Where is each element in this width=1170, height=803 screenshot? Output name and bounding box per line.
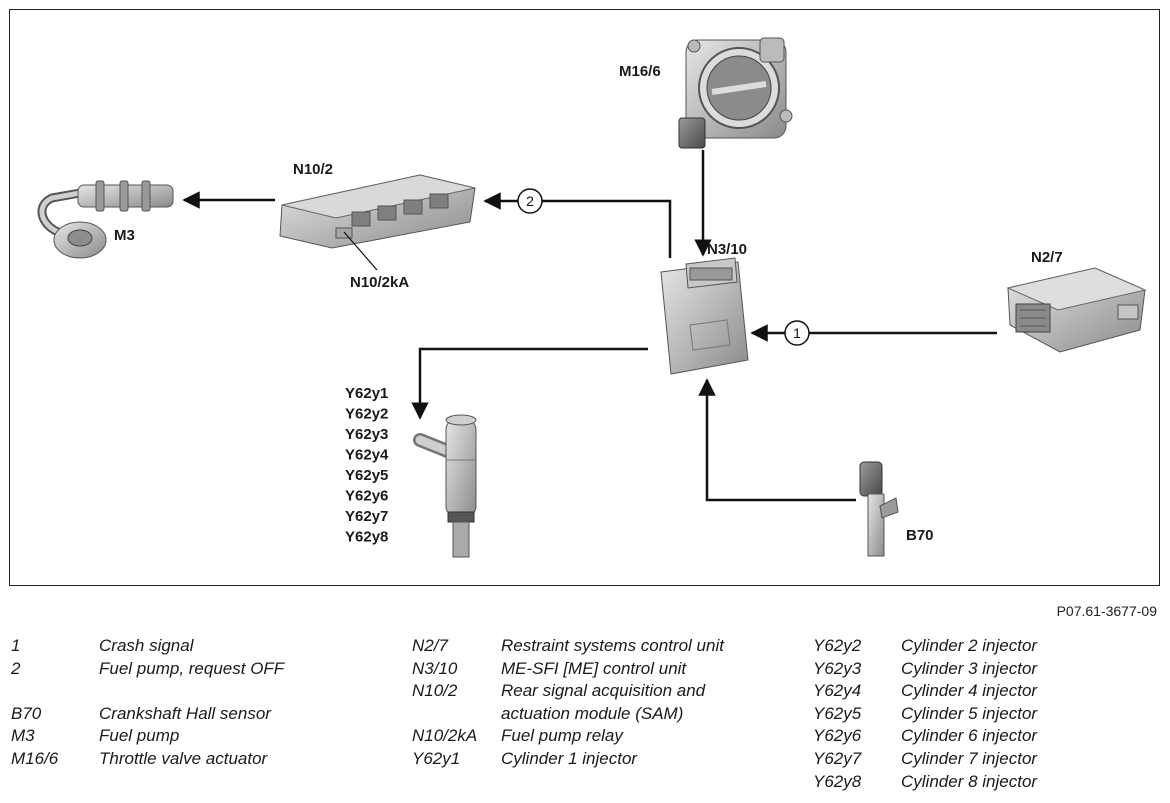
- diagram-frame: [9, 9, 1160, 586]
- legend-desc: Cylinder 3 injector: [901, 658, 1038, 678]
- signal-number-1: 1: [793, 325, 801, 341]
- label-n2-7: N2/7: [1031, 249, 1063, 266]
- legend-desc: Rear signal acquisition and: [501, 681, 706, 701]
- legend-row: Y62y4 Cylinder 4 injector: [813, 680, 1163, 703]
- legend-row: actuation module (SAM): [412, 703, 812, 726]
- legend-column-2: N2/7 Restraint systems control unit N3/10…: [412, 635, 812, 771]
- label-injector: Y62y4: [345, 447, 389, 464]
- legend-code: 1: [11, 636, 21, 655]
- legend-code: Y62y1: [412, 748, 461, 768]
- legend-row: N10/2kA Fuel pump relay: [412, 725, 812, 748]
- legend-column-3: Y62y2 Cylinder 2 injector Y62y3 Cylinder 3…: [813, 635, 1163, 793]
- legend-code: 2: [11, 658, 21, 678]
- legend-code: Y62y7: [813, 748, 862, 768]
- line-b70-to-n3-10: [698, 378, 856, 502]
- signal-number-2: 2: [526, 193, 534, 209]
- line-n3-10-to-n10-2: [483, 192, 672, 258]
- legend-desc: Cylinder 8 injector: [901, 771, 1038, 791]
- legend-desc: Cylinder 4 injector: [901, 681, 1038, 701]
- legend-desc: Fuel pump relay: [501, 726, 623, 746]
- label-injector: Y62y3: [345, 426, 388, 443]
- legend-code: Y62y3: [813, 658, 862, 678]
- legend-code: B70: [11, 703, 42, 723]
- legend-row: N10/2 Rear signal acquisition and: [412, 680, 812, 703]
- injector-labels: Y62y1 Y62y2 Y62y3 Y62y4 Y62y5 Y62y6 Y62y…: [345, 385, 389, 546]
- legend-row: M3 Fuel pump: [11, 725, 401, 748]
- legend-row: N3/10 ME-SFI [ME] control unit: [412, 658, 812, 681]
- legend-row: M16/6 Throttle valve actuator: [11, 748, 401, 771]
- figure-id: P07.61-3677-09: [1056, 603, 1157, 619]
- legend-code: N2/7: [412, 636, 448, 655]
- legend-code: Y62y2: [813, 636, 862, 655]
- legend-row: Y62y7 Cylinder 7 injector: [813, 748, 1163, 771]
- fuel-pump-m3-image: [37, 180, 174, 259]
- legend-row: N2/7 Restraint systems control unit: [412, 635, 812, 658]
- label-n3-10: N3/10: [707, 241, 747, 258]
- legend-row: [11, 680, 401, 703]
- legend-desc: Restraint systems control unit: [501, 636, 724, 655]
- signal-marker-1: 1: [784, 320, 810, 346]
- label-m16-6: M16/6: [619, 63, 661, 80]
- fuel-injector-y62-image: [413, 414, 477, 558]
- legend-row: Y62y6 Cylinder 6 injector: [813, 725, 1163, 748]
- legend-desc: ME-SFI [ME] control unit: [501, 658, 687, 678]
- line-n3-10-to-injectors: [411, 347, 648, 420]
- label-b70: B70: [906, 527, 934, 544]
- legend-code: Y62y6: [813, 726, 862, 746]
- throttle-actuator-m16-6-image: [678, 37, 793, 149]
- signal-marker-2: 2: [517, 188, 543, 214]
- legend-code: Y62y5: [813, 703, 862, 723]
- legend-row: Y62y8 Cylinder 8 injector: [813, 771, 1163, 794]
- me-control-unit-n3-10-image: [660, 257, 749, 375]
- crankshaft-sensor-b70-image: [859, 461, 899, 557]
- legend-row: Y62y3 Cylinder 3 injector: [813, 658, 1163, 681]
- restraint-control-unit-n2-7-image: [1006, 267, 1147, 353]
- sam-module-n10-2-image: [279, 174, 476, 249]
- label-injector: Y62y1: [345, 385, 388, 402]
- legend-desc: Throttle valve actuator: [99, 748, 268, 768]
- label-injector: Y62y8: [345, 529, 388, 546]
- legend-desc: Cylinder 1 injector: [501, 748, 638, 768]
- label-m3: M3: [114, 227, 135, 244]
- legend-row: Y62y1 Cylinder 1 injector: [412, 748, 812, 771]
- leader-n10-2ka: [343, 231, 378, 271]
- label-n10-2ka: N10/2kA: [350, 274, 409, 291]
- label-injector: Y62y6: [345, 488, 388, 505]
- legend-desc: actuation module (SAM): [501, 703, 684, 723]
- label-injector: Y62y2: [345, 406, 388, 423]
- legend-code: N10/2kA: [412, 726, 478, 746]
- legend-column-1: 1 Crash signal 2 Fuel pump, request OFF B7…: [11, 635, 401, 771]
- legend-code: N10/2: [412, 681, 458, 701]
- legend-desc: Cylinder 6 injector: [901, 726, 1038, 746]
- label-injector: Y62y5: [345, 467, 388, 484]
- legend-code: Y62y8: [813, 771, 862, 791]
- legend-desc: Crankshaft Hall sensor: [99, 703, 271, 723]
- legend-code: M3: [11, 726, 35, 746]
- label-n10-2: N10/2: [293, 161, 333, 178]
- legend-code: M16/6: [11, 748, 59, 768]
- legend-desc: Cylinder 2 injector: [901, 636, 1038, 655]
- legend-desc: Fuel pump, request OFF: [99, 658, 285, 678]
- legend-code: N3/10: [412, 658, 458, 678]
- legend-row: 2 Fuel pump, request OFF: [11, 658, 401, 681]
- legend-row: B70 Crankshaft Hall sensor: [11, 703, 401, 726]
- legend-desc: Cylinder 5 injector: [901, 703, 1038, 723]
- legend-desc: Crash signal: [99, 636, 194, 655]
- label-injector: Y62y7: [345, 508, 388, 525]
- legend-desc: Fuel pump: [99, 726, 180, 746]
- legend-row: 1 Crash signal: [11, 635, 401, 658]
- wiring-diagram: 2 1 M16/6 N10/2 M3 N10/2kA N3/10 N2/7 B7…: [37, 37, 1147, 558]
- legend-code: Y62y4: [813, 681, 862, 701]
- legend-desc: Cylinder 7 injector: [901, 748, 1038, 768]
- legend-row: Y62y2 Cylinder 2 injector: [813, 635, 1163, 658]
- legend-row: Y62y5 Cylinder 5 injector: [813, 703, 1163, 726]
